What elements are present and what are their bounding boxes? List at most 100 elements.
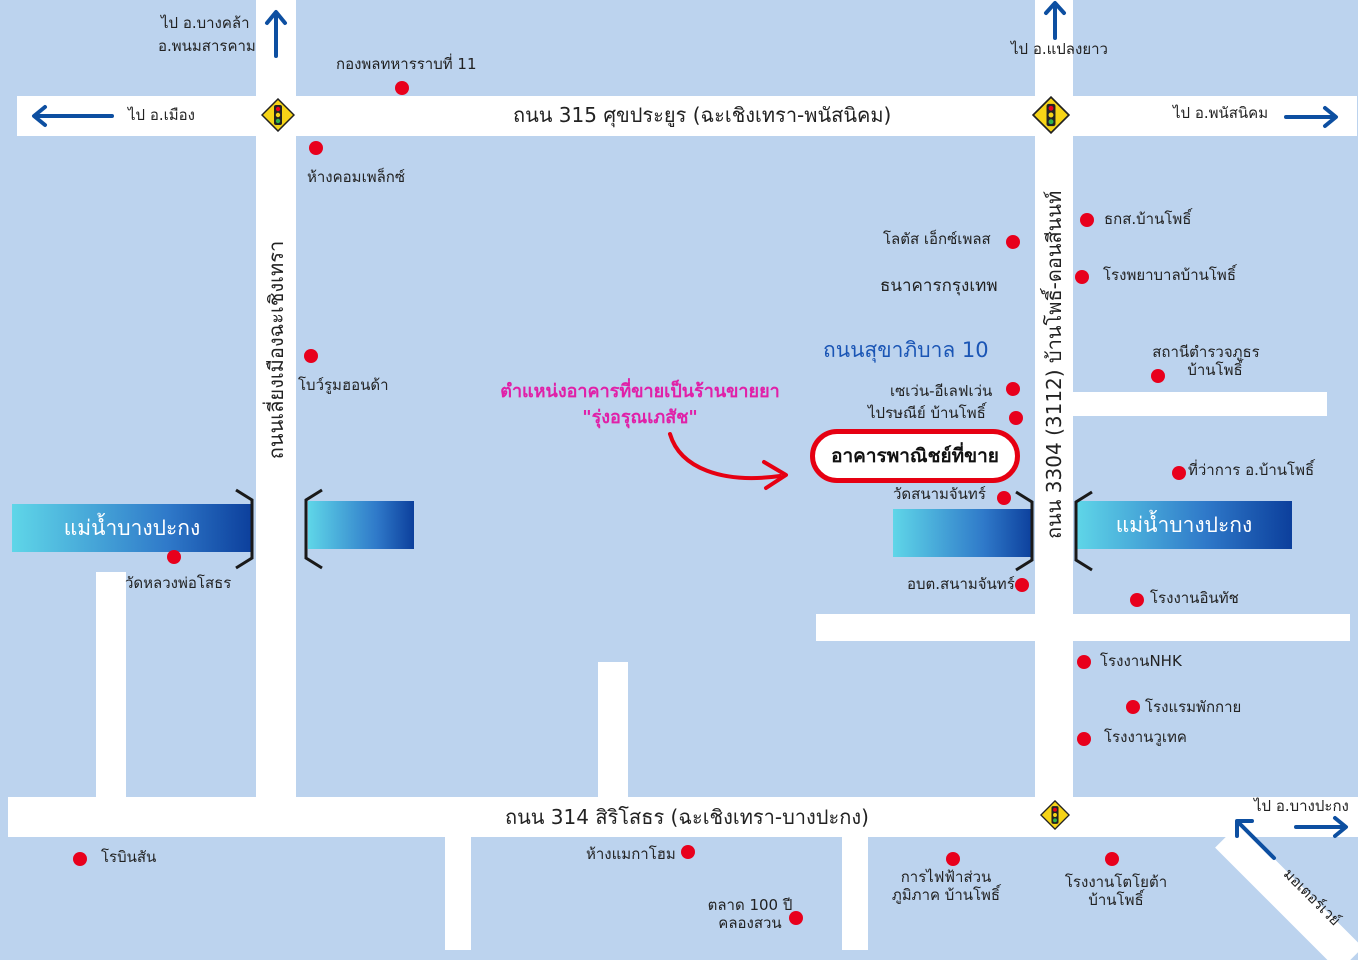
highlight-line2: "รุ่งอรุณเภสัช" [582,407,698,429]
label-baac: ธกส.บ้านโพธิ์ [1104,210,1192,228]
poi-inthai [1130,593,1144,607]
highlight-line1: ตำแหน่งอาคารที่ขายเป็นร้านขายยา [500,381,780,402]
building-for-sale-box: อาคารพาณิชย์ที่ขาย [810,429,1020,483]
label-market-line2: คลองสวน [718,914,782,932]
direction-south-east: ไป อ.บางปะกง [1254,797,1349,815]
road-314-strip [8,797,1358,837]
label-toyota: โรงงานโตโยต้า บ้านโพธิ์ [1060,873,1172,909]
label-obt: อบต.สนามจันทร์ [907,575,1015,593]
label-post: ไปรษณีย์ บ้านโพธิ์ [868,404,986,422]
poi-post [1009,411,1023,425]
label-wat-luang: วัดหลวงพ่อโสธร [125,574,232,592]
river-left-center [308,501,414,549]
poi-district-office [1172,466,1186,480]
poi-market [789,911,803,925]
soi-road-name: ถนนสุขาภิบาล 10 [823,338,989,362]
label-makro: ห้างแมกาโฮม [586,845,676,863]
poi-robinson [73,852,87,866]
river-right-label: แม่น้ำบางปะกง [1115,512,1253,537]
bypass-road-strip [256,0,296,797]
label-pea-line1: การไฟฟ้าส่วน [900,868,992,886]
road-314-name: ถนน 314 สิริโสธร (ฉะเชิงเทรา-บางปะกง) [505,805,869,829]
label-market-line1: ตลาด 100 ปี [707,896,793,914]
label-army: กองพลทหารราบที่ 11 [336,55,477,73]
bypass-road-name: ถนนเลี่ยงเมืองฉะเชิงเทรา [264,240,288,460]
label-lotus: โลตัส เอ็กซ์เพลส [883,230,991,248]
river-left: แม่น้ำบางปะกง [12,504,252,552]
road-3304-strip [1035,0,1073,797]
building-for-sale-label: อาคารพาณิชย์ที่ขาย [831,445,999,467]
bridge-bracket-right-b [1074,490,1093,572]
arrow-right-icon [1284,106,1338,128]
label-district-office: ที่ว่าการ อ.บ้านโพธิ์ [1188,461,1315,479]
label-toyota-line2: บ้านโพธิ์ [1088,891,1144,909]
label-wat-sanam: วัดสนามจันทร์ [893,485,986,503]
poi-seven [1006,382,1020,396]
arrow-up-icon [265,10,287,58]
poi-bowl [304,349,318,363]
label-nhk: โรงงานNHK [1100,652,1182,670]
label-pea-line2: ภูมิภาค บ้านโพธิ์ [891,886,1001,904]
direction-north-left-2: อ.พนมสารคาม [158,37,256,55]
road-315-strip [17,96,1357,136]
poi-lotus [1006,235,1020,249]
poi-wat-sanam [997,491,1011,505]
road-315-name: ถนน 315 ศุขประยูร (ฉะเชิงเทรา-พนัสนิคม) [513,103,892,127]
poi-toyota [1105,852,1119,866]
poi-police [1151,369,1165,383]
highlight-caption: ตำแหน่งอาคารที่ขายเป็นร้านขายยา "รุ่งอรุ… [455,379,825,431]
direction-north-right: ไป อ.แปลงยาว [1011,40,1108,58]
label-inthai: โรงงานอินทัช [1150,589,1239,607]
curved-arrow-icon [668,432,788,490]
label-police: สถานีตำรวจภูธร บ้านโพธิ์ [1140,343,1272,379]
label-seven: เซเว่น-อีเลฟเว่น [890,382,993,400]
direction-north-left-1: ไป อ.บางคล้า [161,14,250,32]
arrow-right-icon [1294,816,1348,838]
bridge-bracket-left-b [304,488,323,570]
label-hospital: โรงพยาบาลบ้านโพธิ์ [1103,266,1236,284]
poi-army [395,81,409,95]
river-right-center [893,509,1033,557]
poi-hospital [1075,270,1089,284]
poi-nhk [1077,655,1091,669]
bridge-bracket-left-a [235,488,254,570]
soi-road-east-2 [816,614,1350,641]
traffic-light-icon [261,98,295,132]
side-road-south-2 [842,837,868,950]
poi-complex [309,141,323,155]
river-left-label: แม่น้ำบางปะกง [63,515,201,540]
label-hotel: โรงแรมพักกาย [1145,698,1242,716]
side-road-left [96,572,126,797]
poi-baac [1080,213,1094,227]
poi-pea [946,852,960,866]
label-pea: การไฟฟ้าส่วน ภูมิภาค บ้านโพธิ์ [886,868,1006,904]
label-complex: ห้างคอมเพล็กซ์ [307,168,406,186]
river-right: แม่น้ำบางปะกง [1076,501,1292,549]
road-3304-name: ถนน 3304 (3112) บ้านโพธิ์-ดอนสีนนท์ [1042,190,1066,539]
traffic-light-icon [1032,96,1070,134]
poi-obt [1015,578,1029,592]
label-bowl: โบว์รูมฮอนด้า [298,376,389,394]
direction-west: ไป อ.เมือง [128,106,195,124]
direction-east: ไป อ.พนัสนิคม [1173,104,1269,122]
label-bangkok-bank: ธนาคารกรุงเทพ [880,276,998,296]
traffic-light-icon [1040,800,1070,830]
poi-hotel [1126,700,1140,714]
label-police-line1: สถานีตำรวจภูธร [1152,343,1260,361]
side-road-south-1 [445,837,471,950]
arrow-up-icon [1044,1,1066,40]
poi-wat-luang [167,550,181,564]
soi-road-east-1 [1073,392,1327,416]
label-robinson: โรบินสัน [101,848,157,866]
side-road-middle [598,662,628,797]
label-market: ตลาด 100 ปี คลองสวน [700,896,800,932]
poi-makro [681,845,695,859]
label-toyota-line1: โรงงานโตโยต้า [1064,873,1168,891]
label-wutech: โรงงานวูเทค [1104,728,1187,746]
arrow-left-icon [32,105,114,127]
poi-wutech [1077,732,1091,746]
arrow-up-left-icon [1235,819,1276,860]
bridge-bracket-right-a [1015,490,1034,572]
label-police-line2: บ้านโพธิ์ [1187,361,1243,379]
